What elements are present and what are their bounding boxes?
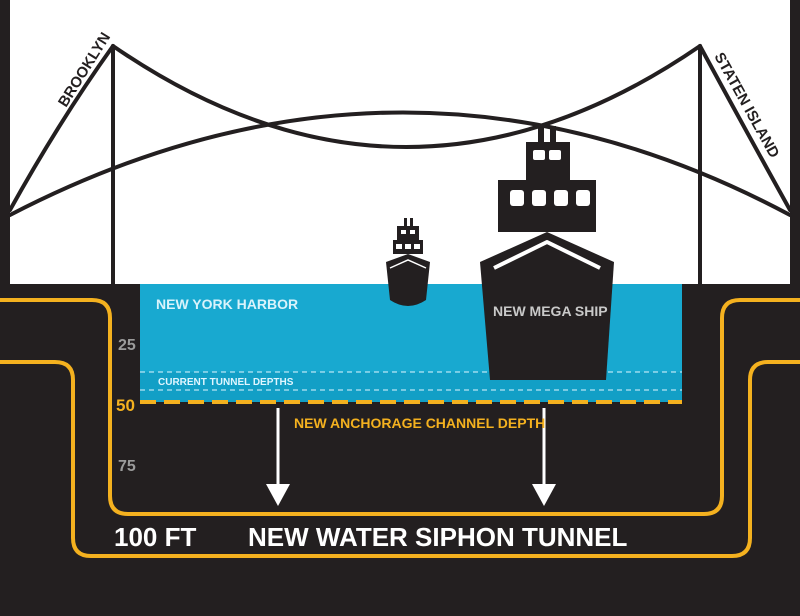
down-arrow-icon [266,408,556,506]
depth-50-label: 50 [116,396,135,415]
harbor-label: NEW YORK HARBOR [156,296,298,312]
right-frame [790,0,800,284]
bridge-icon [8,44,792,286]
small-ship-icon [386,218,430,306]
current-depth-label: CURRENT TUNNEL DEPTHS [158,377,294,388]
mega-ship-icon [480,126,614,380]
tunnel-outline [0,298,800,558]
mega-ship-label: NEW MEGA SHIP [493,303,608,319]
depth-25-label: 25 [118,337,136,354]
left-frame [0,0,10,284]
depth-75-label: 75 [118,458,136,475]
tunnel-label: NEW WATER SIPHON TUNNEL [248,522,628,552]
new-channel-depth-label: NEW ANCHORAGE CHANNEL DEPTH [294,415,545,431]
depth-100-label: 100 FT [114,522,196,552]
